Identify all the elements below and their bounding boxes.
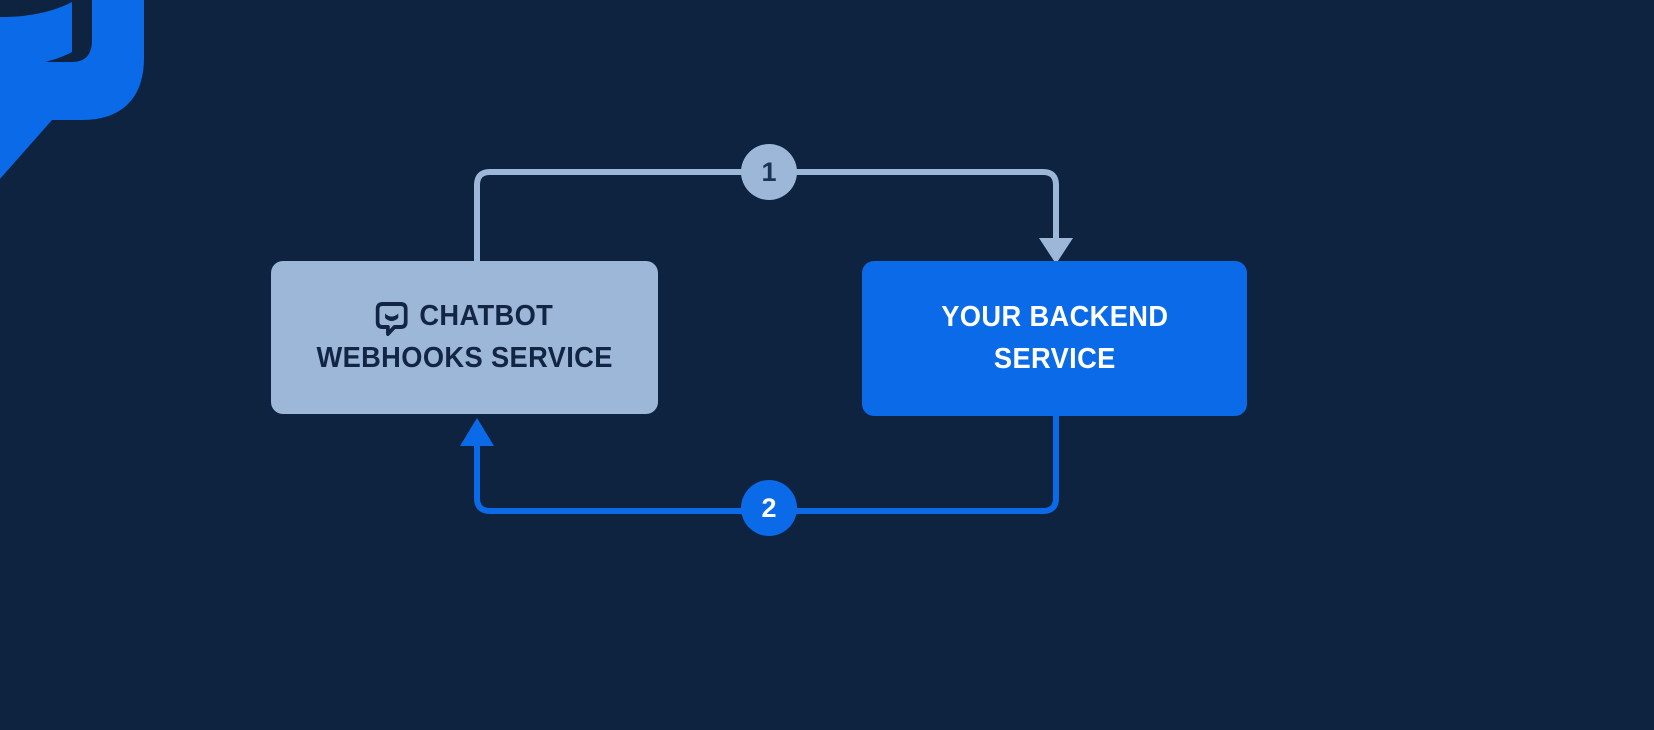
chatbot-bubble-icon xyxy=(375,301,408,336)
step-badge-2-number: 2 xyxy=(761,492,777,523)
step-badge-2: 2 xyxy=(741,480,797,536)
arrowhead-up-2 xyxy=(460,418,494,446)
node-backend-label-line-1: YOUR BACKEND xyxy=(941,297,1168,338)
node-chatbot-webhooks-service[interactable]: CHATBOT WEBHOOKS SERVICE xyxy=(271,261,658,414)
node-chatbot-label-line-2: WEBHOOKS SERVICE xyxy=(316,338,612,379)
step-badge-1: 1 xyxy=(741,144,797,200)
node-backend-label: YOUR BACKEND SERVICE xyxy=(941,297,1168,379)
node-backend-label-line-2: SERVICE xyxy=(941,339,1168,380)
arrowhead-down-1 xyxy=(1039,238,1073,264)
node-chatbot-text-line-1: CHATBOT xyxy=(419,300,554,333)
node-chatbot-label-line-1: CHATBOT xyxy=(316,296,612,337)
step-badge-1-number: 1 xyxy=(761,156,777,187)
node-chatbot-text-line-2: WEBHOOKS SERVICE xyxy=(316,341,613,374)
node-backend-text-line-2: SERVICE xyxy=(993,342,1116,375)
node-your-backend-service[interactable]: YOUR BACKEND SERVICE xyxy=(862,261,1247,416)
node-backend-text-line-1: YOUR BACKEND xyxy=(940,301,1169,334)
node-chatbot-label: CHATBOT WEBHOOKS SERVICE xyxy=(316,296,612,378)
